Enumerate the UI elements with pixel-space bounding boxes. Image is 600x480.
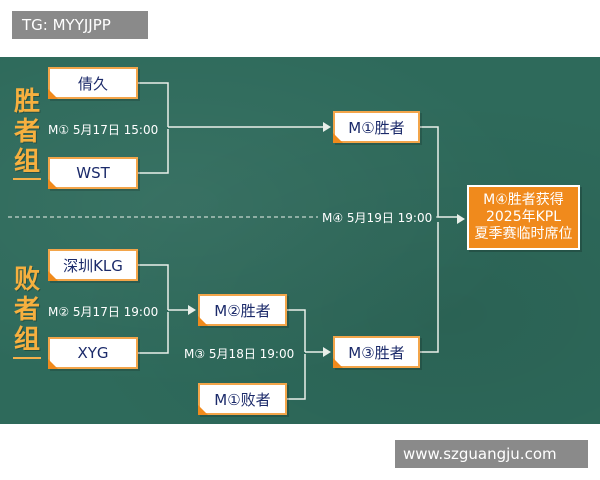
team-box-xyg: XYG (48, 337, 138, 369)
result-box-m1-winner: M①胜者 (333, 111, 420, 143)
team-name: 深圳KLG (63, 256, 123, 275)
watermark-top: TG: MYYJJPP (12, 11, 148, 39)
connector-m2-bottom (138, 312, 169, 354)
connector-m3-bottom (287, 354, 306, 400)
match-label-m3: M③ 5月18日 19:00 (184, 347, 295, 361)
connector-m2-top (138, 264, 169, 310)
connector-m1-top (138, 82, 169, 127)
result-label: M①胜者 (348, 118, 405, 137)
result-box-m2-winner: M②胜者 (198, 294, 287, 326)
final-line-3: 夏季赛临时席位 (474, 226, 573, 242)
winners-group-label: 胜 者 组 (13, 87, 40, 177)
losers-group-underline (13, 357, 41, 359)
match-label-m1: M① 5月17日 15:00 (48, 123, 159, 137)
team-box-wst: WST (48, 157, 138, 189)
winners-group-underline (13, 178, 41, 180)
final-line-1: M④胜者获得 (483, 192, 564, 208)
arrow-final (457, 214, 465, 224)
losers-group-label: 败 者 组 (13, 265, 40, 355)
arrow-m3 (323, 347, 331, 357)
watermark-bottom: www.szguangju.com (395, 440, 588, 468)
match-label-m4: M④ 5月19日 19:00 (322, 211, 433, 225)
connector-m3w-final (420, 222, 439, 353)
final-reward-box: M④胜者获得 2025年KPL 夏季赛临时席位 (467, 185, 580, 250)
final-line-2: 2025年KPL (485, 209, 562, 225)
connector-m1w-final (420, 126, 457, 218)
bracket-board: 胜 者 组 败 者 组 倩久 WST 深圳KLG XYG M①胜者 M②胜者 M… (0, 57, 600, 424)
team-box-qianjiu: 倩久 (48, 67, 138, 99)
bracket-connectors (8, 82, 465, 400)
team-box-klg: 深圳KLG (48, 249, 138, 281)
result-label: M③胜者 (348, 343, 405, 362)
connector-m1-bottom (138, 129, 169, 174)
result-box-m3-winner: M③胜者 (333, 336, 420, 368)
team-name: 倩久 (77, 74, 108, 93)
team-name: XYG (77, 344, 109, 362)
result-box-m1-loser: M①败者 (198, 383, 287, 415)
arrow-m2 (188, 305, 196, 315)
result-label: M①败者 (214, 390, 271, 409)
match-label-m2: M② 5月17日 19:00 (48, 305, 159, 319)
team-name: WST (76, 164, 110, 182)
arrow-m1 (323, 122, 331, 132)
connector-m3-top (287, 309, 306, 352)
result-label: M②胜者 (214, 301, 271, 320)
